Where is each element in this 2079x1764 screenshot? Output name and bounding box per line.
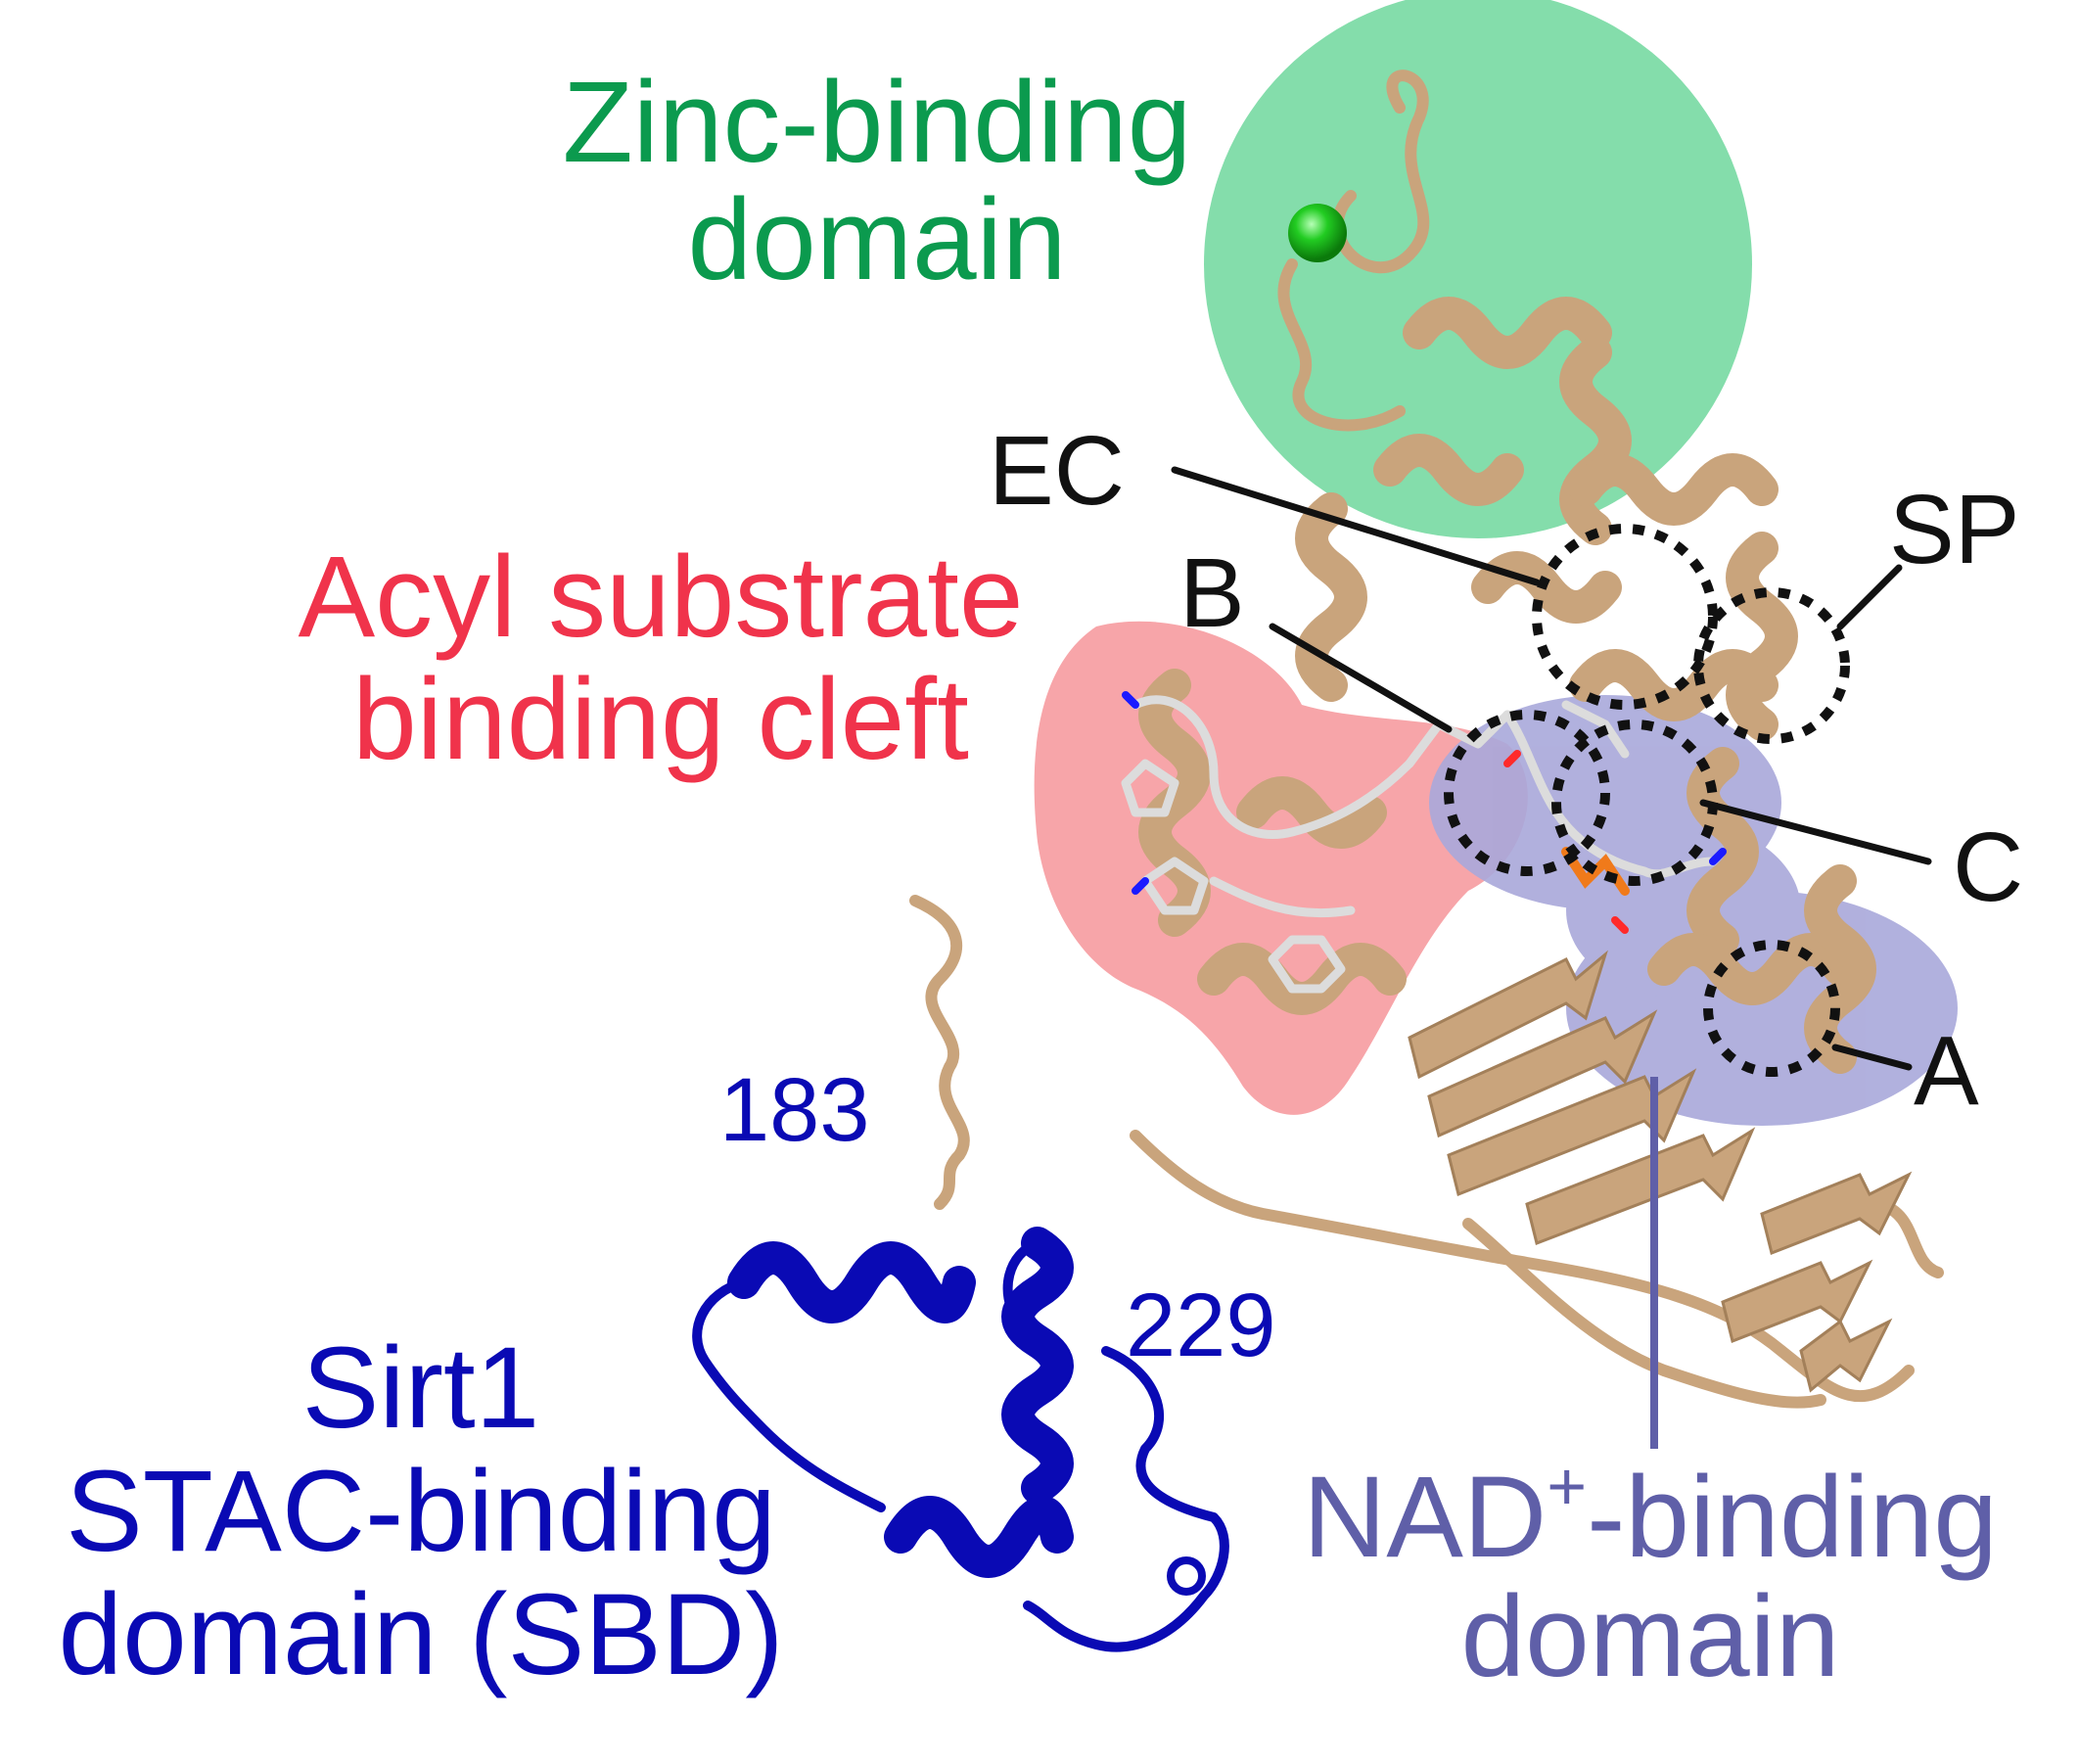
nad-rest: -binding xyxy=(1587,1453,1998,1582)
beta-strands xyxy=(1408,950,1913,1393)
zinc-ion xyxy=(1288,204,1347,262)
sbd-cartoon xyxy=(692,1227,1229,1652)
zinc-domain-line1: Zinc-binding xyxy=(563,58,1192,187)
nad-domain-label: NAD+-binding domain xyxy=(1303,1448,1998,1701)
site-sp-label: SP xyxy=(1889,475,2019,584)
residue-labels: 183 229 xyxy=(719,1060,1276,1375)
nad-superscript: + xyxy=(1547,1448,1587,1524)
site-b-circle xyxy=(1444,710,1610,876)
zinc-domain-line2: domain xyxy=(687,175,1066,304)
sp-leader xyxy=(1836,564,1903,630)
site-a-circle xyxy=(1703,940,1840,1077)
residue-end-label: 229 xyxy=(1126,1276,1276,1375)
ligand-heteroatoms xyxy=(1122,691,1727,934)
a-leader xyxy=(1831,1044,1913,1071)
acyl-cleft-line1: Acyl substrate xyxy=(298,533,1023,662)
site-c-label: C xyxy=(1953,812,2023,922)
acyl-cleft-line2: binding cleft xyxy=(352,655,969,784)
sbd-line1: Sirt1 xyxy=(302,1323,540,1453)
site-ec-circle xyxy=(1532,524,1718,710)
nad-domain-line1: NAD+-binding xyxy=(1303,1448,1998,1582)
residue-start-label: 183 xyxy=(719,1060,870,1160)
c-leader xyxy=(1699,799,1932,865)
ec-leader xyxy=(1171,466,1541,586)
site-ec-label: EC xyxy=(989,416,1125,526)
acyl-cleft-label: Acyl substrate binding cleft xyxy=(298,533,1023,784)
zinc-domain-label: Zinc-binding domain xyxy=(563,58,1192,304)
sbd-end-loop xyxy=(1167,1556,1206,1596)
site-markers xyxy=(1444,524,1850,1077)
site-labels: EC SP B C A xyxy=(989,416,2023,1126)
sbd-label: Sirt1 STAC-binding domain (SBD) xyxy=(58,1323,783,1699)
nad-domain-line2: domain xyxy=(1460,1572,1839,1701)
nad-main: NAD xyxy=(1303,1453,1547,1582)
sbd-line2: STAC-binding xyxy=(66,1447,776,1576)
zinc-domain-region xyxy=(1204,0,1752,538)
site-sp-circle xyxy=(1693,587,1850,744)
b-leader xyxy=(1269,623,1453,733)
site-b-label: B xyxy=(1179,538,1245,648)
site-a-label: A xyxy=(1914,1016,1979,1126)
sbd-line3: domain (SBD) xyxy=(58,1570,783,1699)
ligand-sticks xyxy=(1121,695,1718,994)
leader-lines xyxy=(1171,466,1932,1071)
